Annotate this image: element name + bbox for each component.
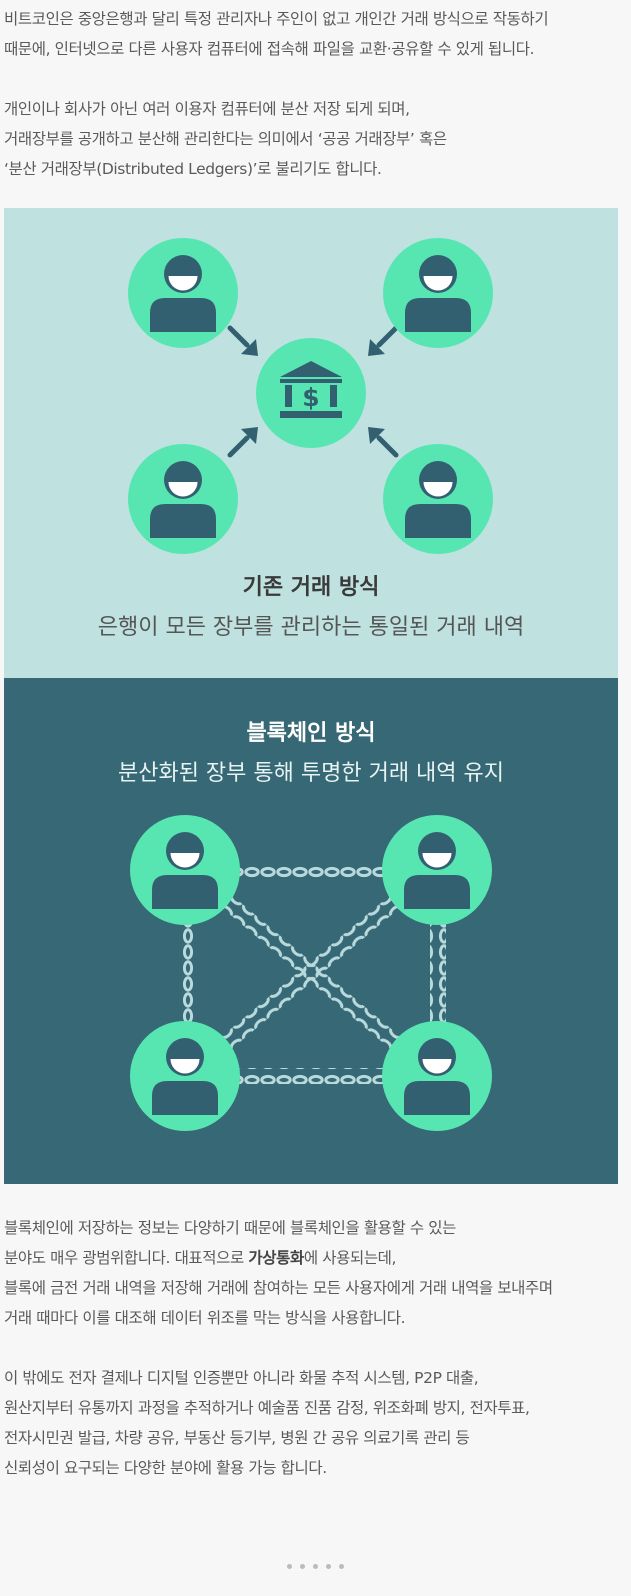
body-line: 전자시민권 발급, 차량 공유, 부동산 등기부, 병원 간 공유 의료기록 관… <box>4 1429 470 1447</box>
pagination-dot[interactable] <box>339 1564 344 1569</box>
pagination-dots[interactable] <box>0 1564 631 1569</box>
peer-node-bottom-right <box>382 1021 492 1131</box>
top-subtitle: 은행이 모든 장부를 관리하는 통일된 거래 내역 <box>98 615 525 640</box>
body-line: 원산지부터 유통까지 과정을 추적하거나 예술품 진품 감정, 위조화폐 방지,… <box>4 1399 530 1417</box>
body-paragraph: 블록체인에 저장하는 정보는 다양하기 때문에 블록체인을 활용할 수 있는 분… <box>4 1213 626 1483</box>
pagination-dot[interactable] <box>300 1564 305 1569</box>
bank-icon: $ <box>280 361 342 418</box>
top-title: 기존 거래 방식 <box>243 575 380 600</box>
intro-line: 때문에, 인터넷으로 다른 사용자 컴퓨터에 접속해 파일을 교환·공유할 수 … <box>4 40 535 58</box>
bank-node: $ <box>256 338 366 448</box>
bottom-section-bg <box>4 678 618 1184</box>
bottom-title: 블록체인 방식 <box>246 721 375 746</box>
peer-node-bottom-left <box>130 1021 240 1131</box>
body-line: 블록체인에 저장하는 정보는 다양하기 때문에 블록체인을 활용할 수 있는 <box>4 1219 457 1237</box>
intro-line: ‘분산 거래장부(Distributed Ledgers)’로 불리기도 합니다… <box>4 160 382 178</box>
intro-line <box>4 64 626 94</box>
body-line: 블록에 금전 거래 내역을 저장해 거래에 참여하는 모든 사용자에게 거래 내… <box>4 1279 553 1297</box>
pagination-dot[interactable] <box>287 1564 292 1569</box>
pagination-dot[interactable] <box>313 1564 318 1569</box>
body-line: 분야도 매우 광범위합니다. 대표적으로 가상통화에 사용되는데, <box>4 1249 397 1267</box>
chain-link-icon <box>178 862 446 1084</box>
peer-node-top-right <box>382 815 492 925</box>
arrow-icon <box>227 325 399 458</box>
user-node-top-right <box>383 238 493 348</box>
intro-paragraph: 비트코인은 중앙은행과 달리 특정 관리자나 주인이 없고 개인간 거래 방식으… <box>4 4 626 184</box>
intro-line: 거래장부를 공개하고 분산해 관리한다는 의미에서 ‘공공 거래장부’ 혹은 <box>4 130 447 148</box>
blockchain-infographic: $ 기존 거래 방식 은행이 모든 장부를 관리하는 통일된 거래 내역 블록체… <box>4 208 618 1184</box>
user-node-bottom-left <box>128 444 238 554</box>
user-node-top-left <box>128 238 238 348</box>
peer-node-top-left <box>130 815 240 925</box>
body-line <box>4 1333 626 1363</box>
body-line: 신뢰성이 요구되는 다양한 분야에 활용 가능 합니다. <box>4 1459 327 1477</box>
body-line: 이 밖에도 전자 결제나 디지털 인증뿐만 아니라 화물 추적 시스템, P2P… <box>4 1369 479 1387</box>
bottom-subtitle: 분산화된 장부 통해 투명한 거래 내역 유지 <box>118 761 504 786</box>
body-line: 거래 때마다 이를 대조해 데이터 위조를 막는 방식을 사용합니다. <box>4 1309 406 1327</box>
svg-text:$: $ <box>302 383 319 412</box>
highlight-term: 가상통화 <box>248 1249 304 1267</box>
intro-line: 개인이나 회사가 아닌 여러 이용자 컴퓨터에 분산 저장 되게 되며, <box>4 100 410 118</box>
intro-line: 비트코인은 중앙은행과 달리 특정 관리자나 주인이 없고 개인간 거래 방식으… <box>4 10 549 28</box>
user-node-bottom-right <box>383 444 493 554</box>
pagination-dot[interactable] <box>326 1564 331 1569</box>
